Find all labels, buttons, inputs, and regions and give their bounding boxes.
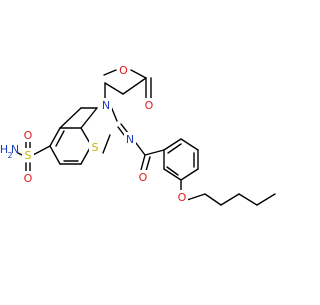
bond	[140, 154, 146, 171]
bond	[166, 166, 179, 176]
label-background	[22, 171, 34, 185]
nitrogen-label: N	[102, 99, 110, 112]
label-background	[124, 132, 136, 146]
oxygen-label: O	[145, 99, 154, 112]
bond	[32, 145, 51, 156]
oxygen-label: O	[24, 129, 33, 142]
bond	[55, 130, 65, 147]
bond	[238, 193, 258, 206]
bond	[180, 168, 199, 181]
bond	[49, 145, 61, 165]
amine-h-label: H	[0, 143, 8, 156]
bond	[80, 107, 98, 129]
bond	[163, 138, 182, 151]
bond	[49, 127, 61, 147]
label-background	[100, 98, 112, 112]
oxygen-label: O	[24, 172, 33, 185]
bond	[59, 107, 82, 129]
bond	[122, 77, 147, 95]
bond	[120, 123, 129, 134]
bond	[130, 69, 147, 79]
bond	[220, 193, 240, 206]
sulfur-label: S	[25, 149, 32, 162]
oxygen-label: O	[119, 64, 128, 77]
label-background	[0, 142, 17, 160]
label-background	[176, 190, 188, 204]
bonds	[15, 69, 276, 206]
bond	[117, 126, 125, 136]
label-background	[137, 170, 149, 184]
label-background	[117, 63, 130, 77]
atom-labels: O O N S N O O S O O H 2 N	[0, 63, 188, 204]
bond	[167, 143, 182, 154]
bond	[103, 69, 117, 76]
bond	[135, 142, 146, 156]
label-background	[22, 148, 34, 162]
bond	[144, 149, 165, 156]
bond	[180, 138, 199, 151]
bond	[145, 156, 151, 172]
oxygen-label: O	[178, 191, 187, 204]
bond	[104, 82, 124, 95]
amine-subscript-label: 2	[7, 151, 12, 160]
oxygen-label: O	[139, 171, 148, 184]
label-background	[89, 140, 101, 154]
bond	[256, 193, 276, 206]
molecule-diagram: O O N S N O O S O O H 2 N	[0, 63, 276, 206]
label-background	[142, 98, 156, 112]
amine-n-label: N	[11, 143, 19, 156]
bond	[186, 193, 206, 201]
molecule-structure: O O N S N O O S O O H 2 N	[0, 63, 276, 206]
bond	[163, 168, 182, 181]
bond	[204, 193, 222, 206]
bond	[102, 134, 111, 154]
label-background	[22, 128, 34, 142]
nitrogen-label: N	[126, 133, 134, 146]
sulfur-label: S	[92, 141, 99, 154]
